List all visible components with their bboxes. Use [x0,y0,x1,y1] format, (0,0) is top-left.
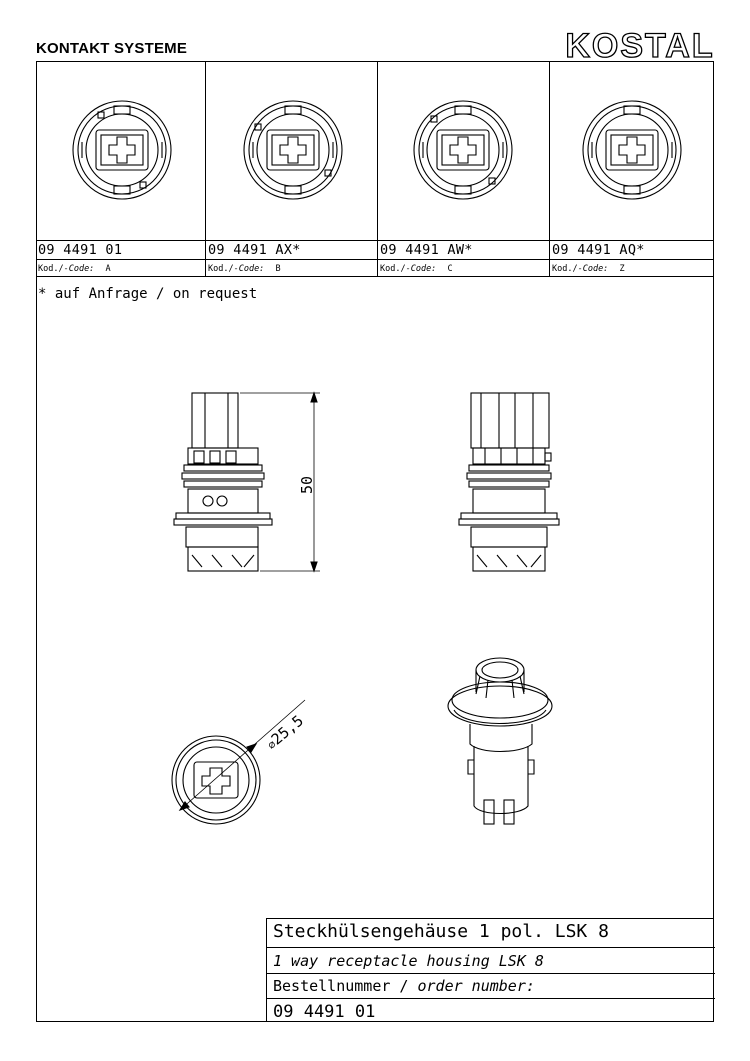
product-name-en: 1 way receptacle housing LSK 8 [273,952,544,970]
part-number: 09 4491 AW* [380,242,473,258]
front-view-drawing: ⌀25,5 [171,699,307,825]
connector-face-icon [243,100,343,200]
logo-text: KOSTAL [565,28,714,62]
drawing-frame [36,62,714,1022]
title-block-divider [267,973,715,974]
coding-label: Kod./-Code: A [38,264,111,274]
header-rule [36,61,714,62]
product-name-de: Steckhülsengehäuse 1 pol. LSK 8 [273,921,609,942]
grid-divider [205,62,206,277]
coding-label: Kod./-Code: C [380,264,453,274]
part-number: 09 4491 AQ* [552,242,645,258]
kostal-logo: KOSTAL [565,28,714,62]
availability-note: * auf Anfrage / on request [38,286,258,302]
connector-face-icon [72,100,172,200]
side-view-rotated-drawing [458,392,560,572]
coding-label: Kod./-Code: B [208,264,281,274]
connector-face-icon [413,100,513,200]
coding-label: Kod./-Code: Z [552,264,625,274]
order-number-value: 09 4491 01 [273,1002,376,1022]
connector-face-icon [582,100,682,200]
title-block-divider [267,998,715,999]
side-view-drawing: 50 [173,391,320,573]
title-block-divider [267,947,715,948]
grid-divider [36,240,714,241]
grid-divider [36,259,714,260]
part-number: 09 4491 AX* [208,242,301,258]
height-dimension-label: 50 [298,476,316,494]
title-block: Steckhülsengehäuse 1 pol. LSK 8 1 way re… [266,918,715,1022]
isometric-view-drawing [447,657,553,825]
grid-divider [377,62,378,277]
part-number: 09 4491 01 [38,242,123,258]
grid-divider [549,62,550,277]
company-division-title: KONTAKT SYSTEME [36,40,188,57]
grid-divider [36,276,714,277]
order-number-label: Bestellnummer / order number: [273,977,535,995]
